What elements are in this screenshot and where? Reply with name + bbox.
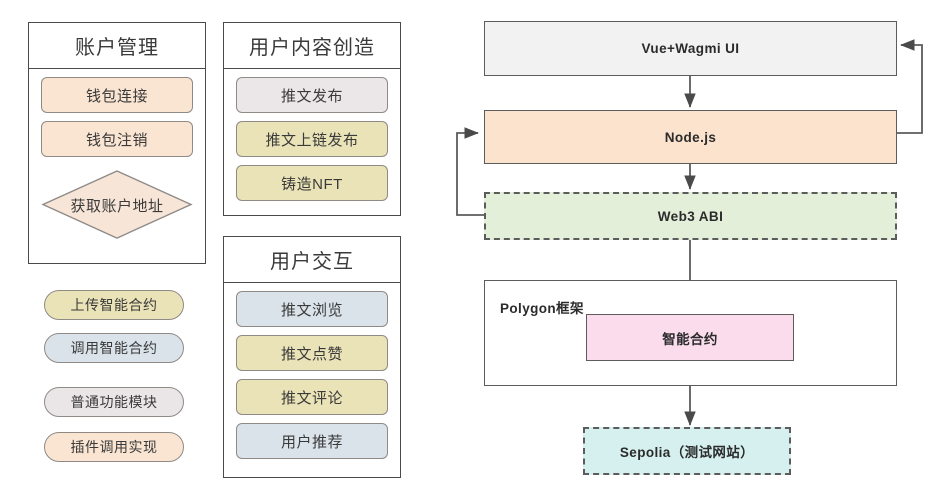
node-get-account-address[interactable]: 获取账户地址 — [41, 169, 193, 241]
node-tweet-browse[interactable]: 推文浏览 — [236, 291, 388, 327]
card-title-account-management: 账户管理 — [29, 23, 205, 69]
card-title-user-interaction: 用户交互 — [224, 237, 400, 283]
card-body-user-content-creation: 推文发布 推文上链发布 铸造NFT — [224, 69, 400, 211]
legend-call-smart-contract[interactable]: 调用智能合约 — [44, 333, 184, 363]
node-tweet-comment[interactable]: 推文评论 — [236, 379, 388, 415]
node-tweet-like[interactable]: 推文点赞 — [236, 335, 388, 371]
legend-common-module[interactable]: 普通功能模块 — [44, 387, 184, 417]
arch-node-nodejs[interactable]: Node.js — [484, 110, 897, 164]
node-tweet-publish[interactable]: 推文发布 — [236, 77, 388, 113]
legend-upload-smart-contract[interactable]: 上传智能合约 — [44, 290, 184, 320]
diamond-shape-icon — [41, 170, 193, 239]
card-body-account-management: 钱包连接 钱包注销 获取账户地址 — [29, 69, 205, 251]
arch-node-web3-abi[interactable]: Web3 ABI — [484, 192, 897, 240]
arch-node-ui[interactable]: Vue+Wagmi UI — [484, 21, 897, 76]
card-user-content-creation: 用户内容创造 推文发布 推文上链发布 铸造NFT — [223, 22, 401, 216]
node-wallet-connect[interactable]: 钱包连接 — [41, 77, 193, 113]
node-wallet-logout[interactable]: 钱包注销 — [41, 121, 193, 157]
arch-container-polygon-label: Polygon框架 — [500, 301, 584, 316]
node-user-recommendation[interactable]: 用户推荐 — [236, 423, 388, 459]
card-body-user-interaction: 推文浏览 推文点赞 推文评论 用户推荐 — [224, 283, 400, 469]
node-mint-nft[interactable]: 铸造NFT — [236, 165, 388, 201]
arch-node-smart-contract[interactable]: 智能合约 — [586, 314, 794, 361]
card-title-user-content-creation: 用户内容创造 — [224, 23, 400, 69]
arch-node-sepolia[interactable]: Sepolia（测试网站） — [583, 427, 791, 475]
card-user-interaction: 用户交互 推文浏览 推文点赞 推文评论 用户推荐 — [223, 236, 401, 478]
legend-plugin-call[interactable]: 插件调用实现 — [44, 432, 184, 462]
node-get-account-address-label: 获取账户地址 — [70, 197, 164, 215]
node-tweet-onchain-publish[interactable]: 推文上链发布 — [236, 121, 388, 157]
card-account-management: 账户管理 钱包连接 钱包注销 获取账户地址 — [28, 22, 206, 264]
